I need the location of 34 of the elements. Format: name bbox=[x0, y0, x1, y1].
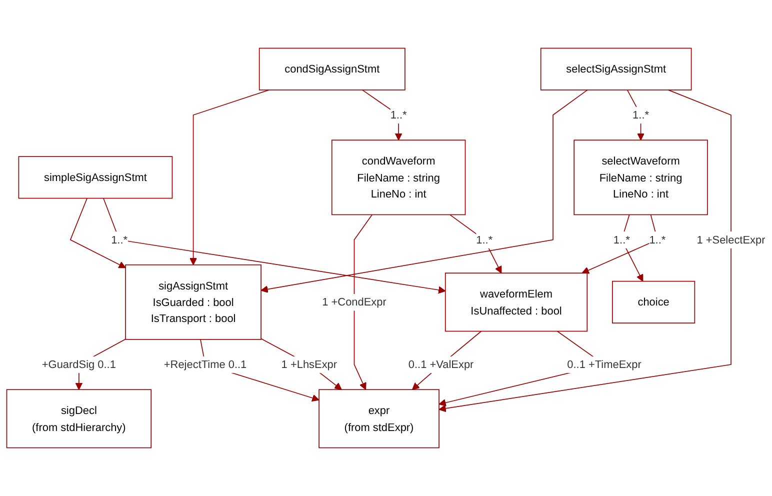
node-box: selectSigAssignStmt bbox=[540, 48, 692, 90]
node-box: expr (from stdExpr) bbox=[318, 389, 440, 448]
arrow bbox=[260, 90, 588, 293]
edge-label: +RejectTime 0..1 bbox=[164, 358, 247, 371]
arrow bbox=[582, 214, 658, 274]
edge-label: 1..* bbox=[390, 108, 407, 122]
edge-label: 1..* bbox=[111, 233, 128, 246]
edge-label: 1..* bbox=[632, 108, 649, 122]
arrow bbox=[70, 198, 126, 268]
edge-label: 0..1 +TimeExpr bbox=[567, 358, 642, 371]
arrow bbox=[626, 90, 644, 140]
arrow bbox=[354, 214, 372, 390]
edge-label: 1..* bbox=[613, 233, 630, 246]
node-box: sigAssignStmt IsGuarded : bool IsTransport : bool bbox=[125, 264, 262, 340]
arrow bbox=[260, 338, 342, 390]
edge-label: 1 +CondExpr bbox=[322, 296, 386, 308]
node-box: waveformElem IsUnaffected : bool bbox=[444, 272, 588, 332]
node-box: selectWaveform FileName : string LineNo : int bbox=[574, 140, 708, 216]
node-box: condSigAssignStmt bbox=[258, 48, 406, 90]
edge-label: 1..* bbox=[649, 233, 666, 246]
edge-label: 1 +SelectExpr bbox=[696, 233, 766, 246]
arrow bbox=[190, 90, 270, 266]
edge-label: 1 +LhsExpr bbox=[281, 358, 338, 371]
node-box: sigDecl (from stdHierarchy) bbox=[6, 389, 152, 448]
edge-label: +GuardSig 0..1 bbox=[42, 358, 116, 371]
node-box: simpleSigAssignStmt bbox=[18, 156, 173, 199]
node-box: choice bbox=[612, 280, 696, 324]
node-box: condWaveform FileName : string LineNo : int bbox=[331, 140, 466, 216]
arrow bbox=[362, 90, 402, 140]
edge-label: 0..1 +ValExpr bbox=[408, 358, 474, 371]
arrow bbox=[621, 214, 644, 282]
edge-label: 1..* bbox=[476, 233, 493, 246]
arrow bbox=[103, 198, 446, 294]
arrow bbox=[449, 214, 502, 274]
